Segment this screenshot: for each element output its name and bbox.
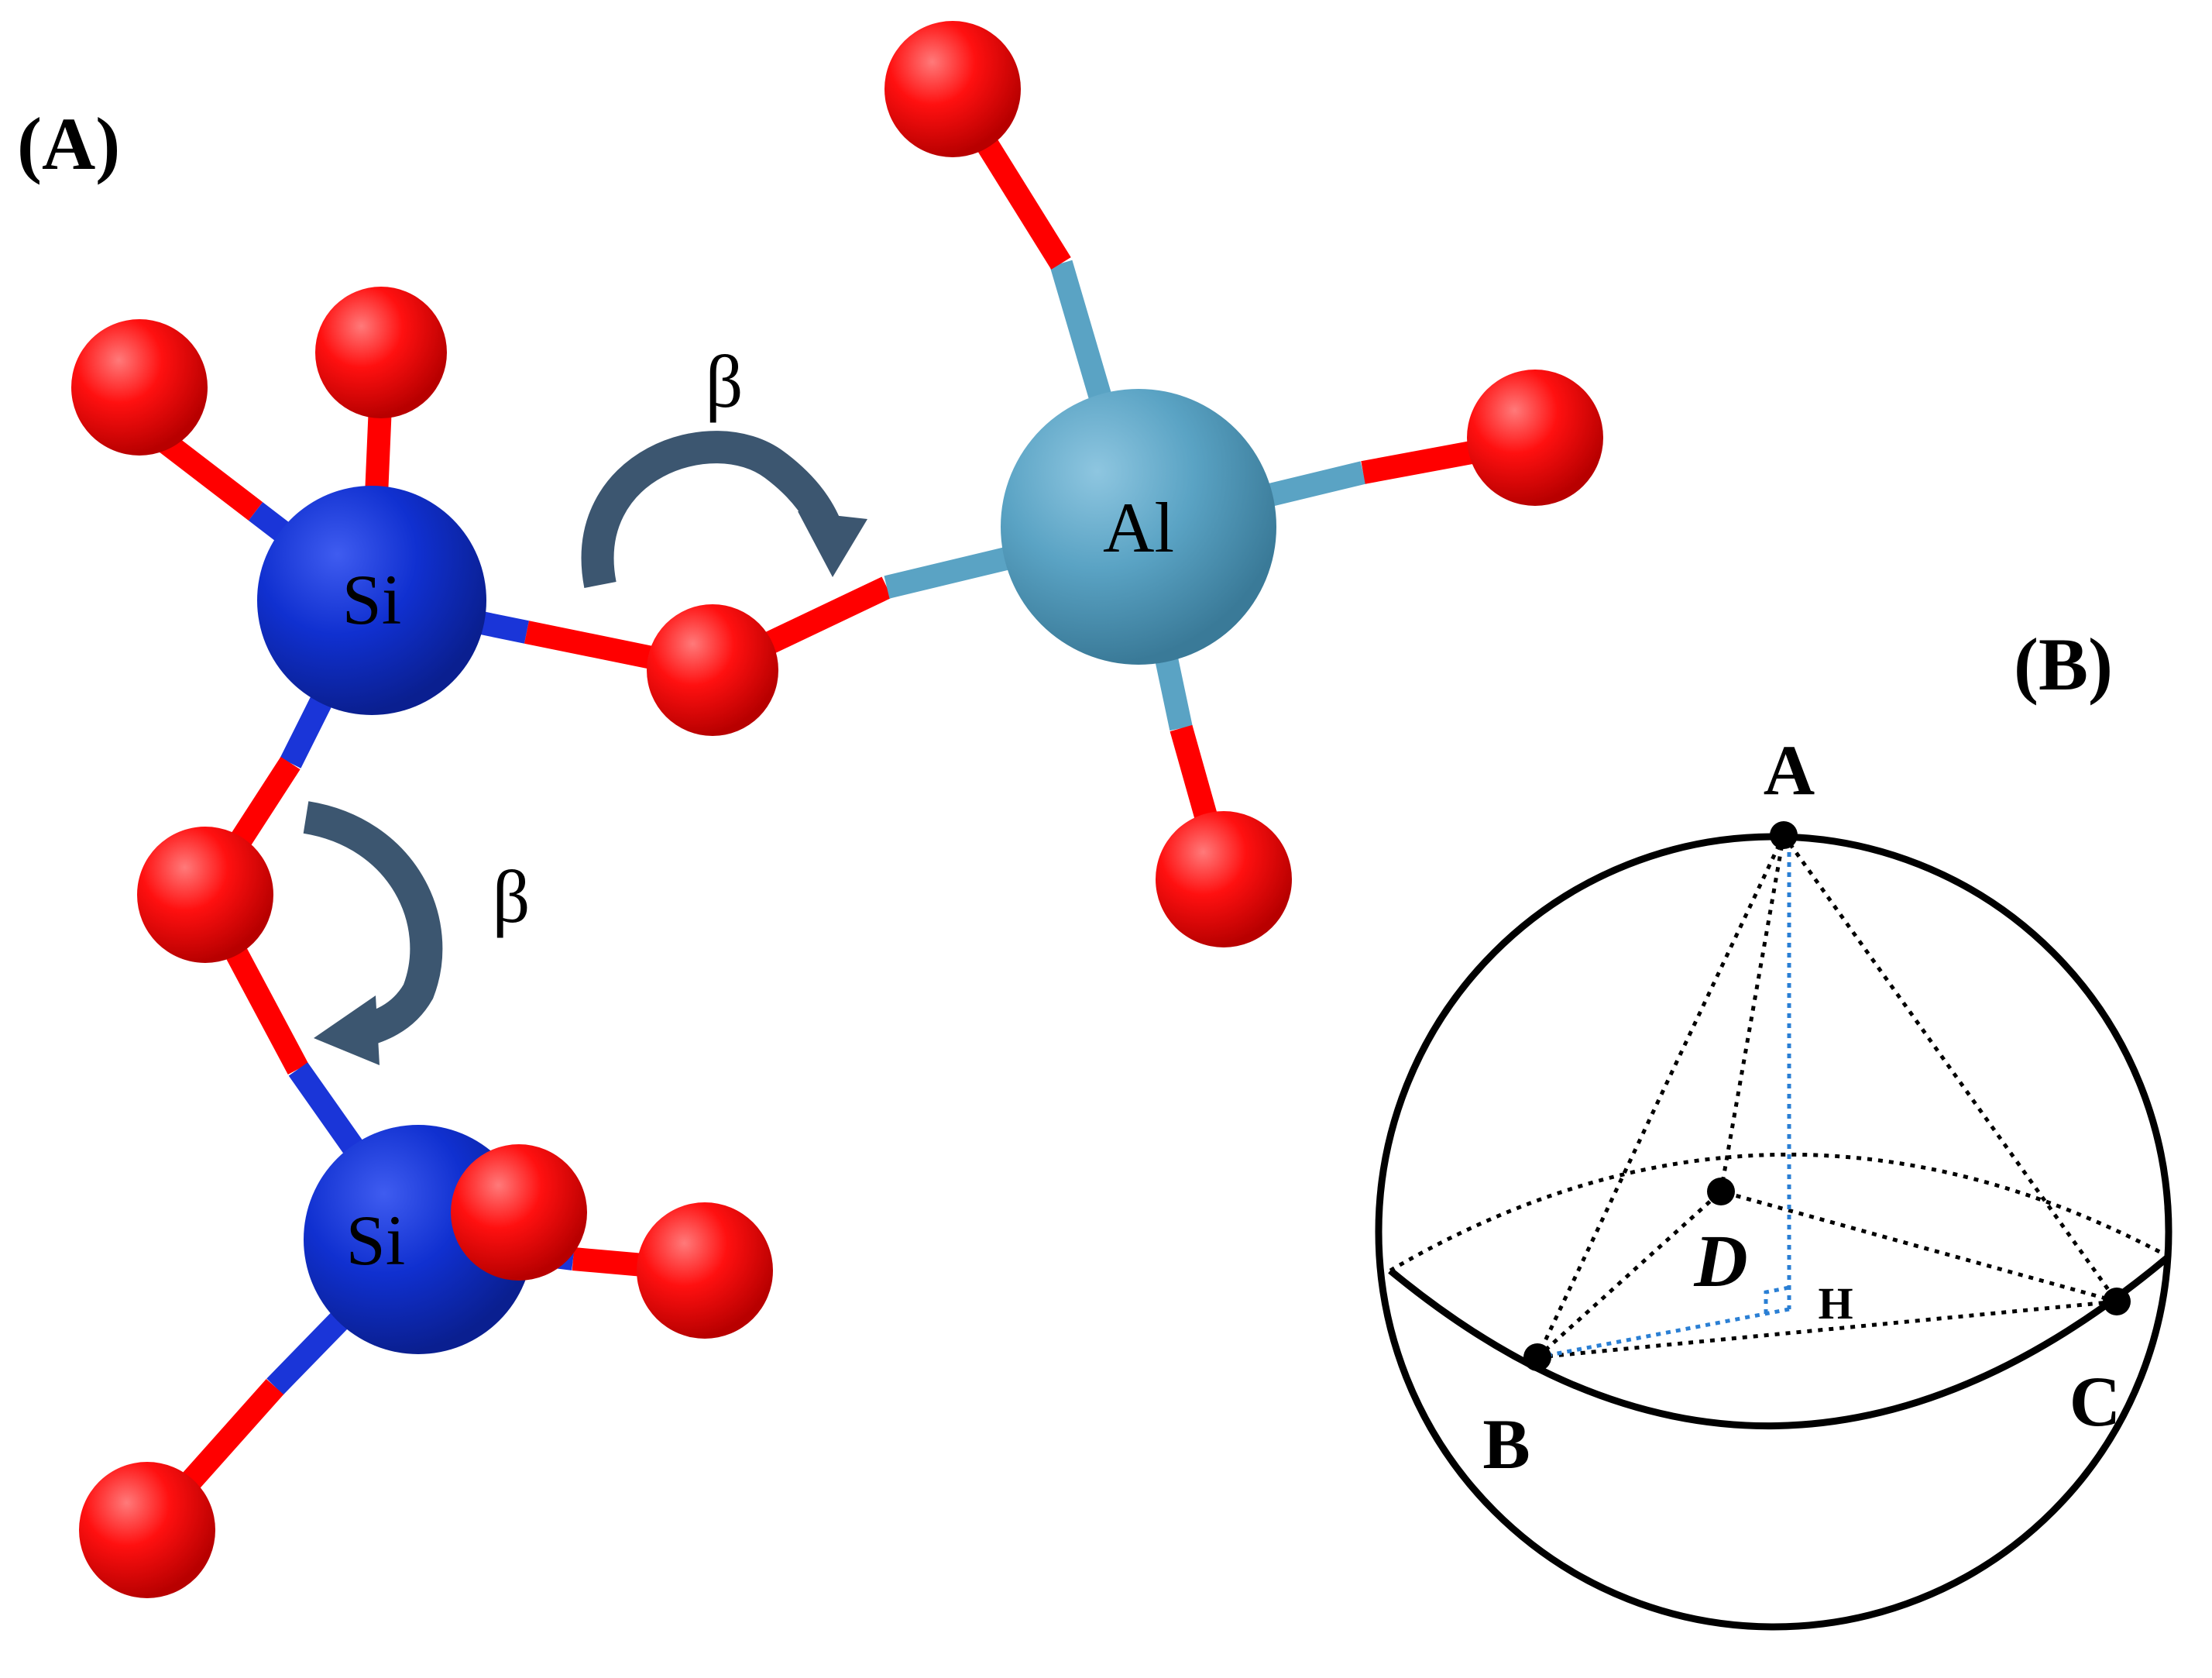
oxygen-atom-10 (451, 1144, 587, 1281)
segment-bh (1537, 1307, 1790, 1360)
silicon-atom-top (257, 486, 486, 715)
si-top-label: Si (342, 560, 402, 639)
si-bottom-label: Si (346, 1201, 406, 1280)
oxygen-atom-4 (884, 21, 1021, 157)
panel-b: (B) A B C D H (1375, 623, 2172, 1631)
panel-a: (A) (17, 21, 1603, 1598)
point-a (1770, 821, 1798, 849)
point-b (1523, 1343, 1551, 1371)
height-lines (1537, 852, 1791, 1360)
oxygen-atom-9 (79, 1462, 215, 1598)
beta-arrow-lower-arc (303, 801, 443, 1050)
edge-ac (1781, 834, 2119, 1303)
oxygen-atom-bridge-lower (137, 827, 273, 963)
tetrahedron-edges (1535, 834, 2119, 1360)
panel-b-label: (B) (2014, 623, 2113, 706)
label-c: C (2069, 1362, 2121, 1441)
oxygen-atom-bridge-right (647, 604, 778, 736)
edge-ad (1719, 834, 1786, 1192)
beta-arrow-lower (303, 801, 443, 1065)
point-d (1707, 1178, 1735, 1205)
beta-label-upper: β (706, 340, 744, 423)
sphere-outline (1375, 833, 2172, 1631)
equator-back-arc (1389, 1152, 2170, 1273)
point-c (2103, 1288, 2131, 1315)
panel-a-label: (A) (17, 102, 120, 185)
oxygen-atom-2 (315, 287, 447, 418)
aluminum-atom (1001, 389, 1276, 665)
oxygen-atom-5 (1467, 370, 1603, 506)
label-d: D (1693, 1219, 1747, 1302)
al-label: Al (1103, 488, 1174, 567)
label-a: A (1764, 731, 1815, 810)
right-angle-marker (1764, 1285, 1790, 1314)
beta-arrow-upper (581, 431, 867, 588)
edge-bd (1536, 1190, 1723, 1359)
oxygen-atom-1 (71, 319, 208, 456)
beta-arrow-upper-head (798, 511, 867, 577)
oxygen-atom-6 (1156, 811, 1292, 947)
equator-front-arc (1388, 1253, 2171, 1430)
edge-ab (1535, 834, 1786, 1359)
edge-cd (1720, 1189, 2118, 1304)
label-b: B (1482, 1405, 1530, 1484)
label-h: H (1818, 1278, 1853, 1329)
beta-arrow-upper-arc (581, 431, 844, 588)
beta-arrow-lower-head (314, 995, 380, 1065)
beta-label-lower: β (493, 855, 531, 938)
oxygen-atom-8 (637, 1202, 773, 1339)
